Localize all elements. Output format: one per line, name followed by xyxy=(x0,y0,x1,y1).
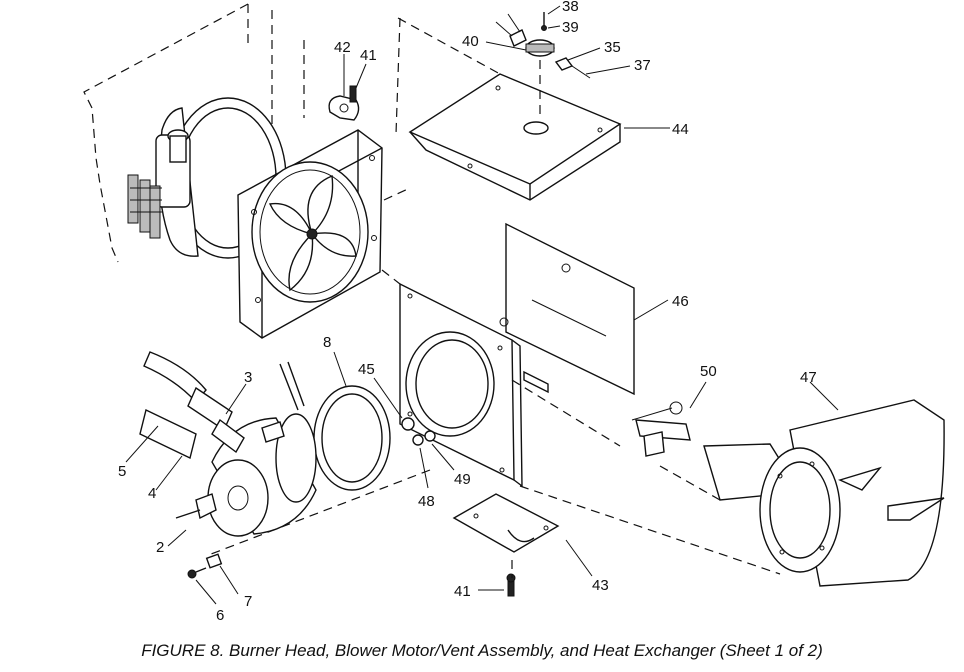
callout-39: 39 xyxy=(562,19,579,36)
callout-37: 37 xyxy=(634,57,651,74)
callout-6: 6 xyxy=(216,607,224,624)
callout-42: 42 xyxy=(334,39,351,56)
figure-caption: FIGURE 8. Burner Head, Blower Motor/Vent… xyxy=(141,641,823,660)
callout-45: 45 xyxy=(358,361,375,378)
callout-47: 47 xyxy=(800,369,817,386)
assembly-alignment-lines xyxy=(205,17,781,578)
callout-41-lower: 41 xyxy=(454,583,471,600)
nut-washer-parts-45-48-49 xyxy=(401,417,436,446)
callout-43: 43 xyxy=(592,577,609,594)
burner-head-assembly xyxy=(139,351,317,537)
callout-4: 4 xyxy=(148,485,156,502)
callout-35: 35 xyxy=(604,39,621,56)
callout-50: 50 xyxy=(700,363,717,380)
callout-labels: 38 39 40 35 37 42 41 44 46 8 45 3 50 47 … xyxy=(118,0,817,624)
thermal-switch-assembly xyxy=(495,12,591,79)
callout-40: 40 xyxy=(462,33,479,50)
top-cover-plate-part-44 xyxy=(408,73,622,201)
callout-44: 44 xyxy=(672,121,689,138)
callout-49: 49 xyxy=(454,471,471,488)
callout-38: 38 xyxy=(562,0,579,15)
cable-clamp-part-42 xyxy=(328,85,360,121)
screw-washer-parts-6-7 xyxy=(187,553,223,579)
blower-motor-fan-plate xyxy=(237,129,383,339)
callout-8: 8 xyxy=(323,334,331,351)
heat-exchanger-part-47 xyxy=(703,399,945,587)
callout-5: 5 xyxy=(118,463,126,480)
callout-3: 3 xyxy=(244,369,252,386)
gasket-part-8 xyxy=(313,385,391,491)
heat-exchanger-panel-part-46 xyxy=(499,222,635,396)
callout-2: 2 xyxy=(156,539,164,556)
igniter-part-50 xyxy=(631,401,691,457)
callout-48: 48 xyxy=(418,493,435,510)
callout-leader-lines xyxy=(125,5,839,605)
callout-7: 7 xyxy=(244,593,252,610)
callout-46: 46 xyxy=(672,293,689,310)
mounting-bracket-part-43 xyxy=(452,493,560,553)
screw-part-41-lower xyxy=(506,573,516,597)
phantom-housing-outline xyxy=(83,3,305,263)
callout-41-upper: 41 xyxy=(360,47,377,64)
